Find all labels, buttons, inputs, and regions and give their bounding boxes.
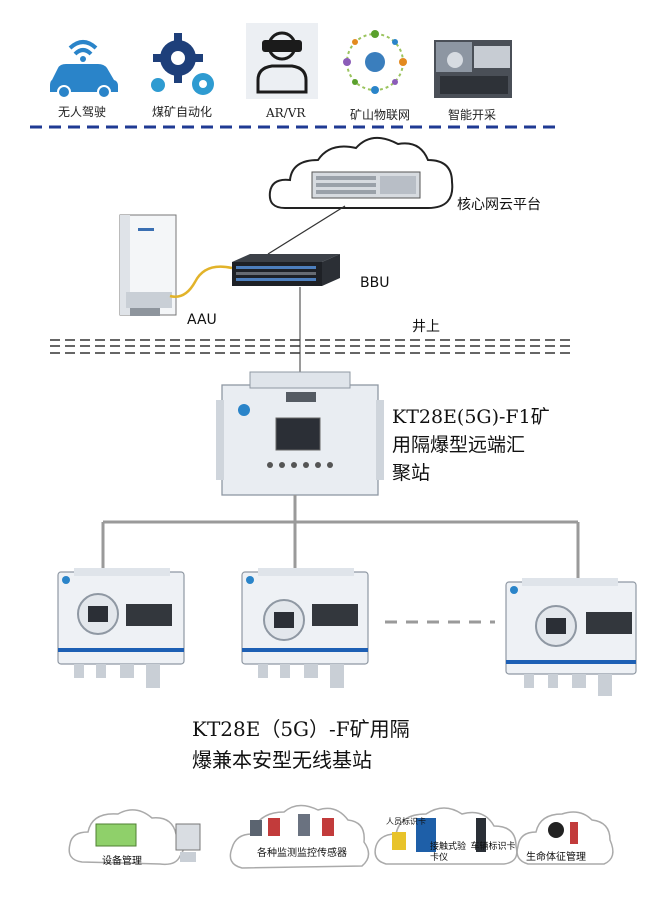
cloud-bbu-link (267, 205, 346, 255)
aggregator-title-line3: 聚站 (392, 462, 431, 484)
terminal-cloud-4 (516, 811, 614, 865)
app-label-ar-vr: AR/VR (266, 106, 306, 120)
terminal-label-sensors: 各种监测监控传感器 (257, 848, 347, 859)
aggregator-enclosure-icon (216, 371, 384, 496)
bbu-label: BBU (360, 275, 390, 291)
iot-network-icon (343, 30, 407, 94)
base-station-title-line2: 爆兼本安型无线基站 (192, 748, 372, 772)
app-label-autonomous-driving: 无人驾驶 (58, 105, 107, 119)
mining-machine-photo (434, 40, 512, 98)
aggregator-title-line1: KT28E(5G)-F1矿 (392, 406, 550, 428)
car-wifi-icon (50, 40, 118, 99)
terminal-label-device-management: 设备管理 (102, 856, 142, 867)
surface-label: 井上 (412, 319, 440, 335)
app-label-coal-automation: 煤矿自动化 (152, 105, 213, 119)
app-label-smart-mining: 智能开采 (448, 108, 497, 122)
terminal-cloud-1 (68, 809, 201, 866)
bbu-unit-icon (232, 254, 340, 286)
aau-unit-icon (119, 214, 177, 316)
aau-label: AAU (187, 312, 217, 328)
terminal-label-vehicle-card: 车辆标识卡 (470, 842, 516, 852)
gears-icon (151, 33, 214, 95)
server-rack-icon (311, 171, 421, 199)
terminal-label-card-reader: 接触式验卡仪 (430, 842, 467, 863)
app-label-mine-iot: 矿山物联网 (350, 108, 411, 122)
vr-headset-icon (246, 23, 318, 99)
terminal-label-vital-signs: 生命体征管理 (526, 852, 586, 863)
terminal-cloud-2 (229, 804, 370, 869)
aau-bbu-cable (169, 265, 233, 298)
base-station-icon-1 (57, 568, 185, 688)
terminal-label-personnel-card: 人员标识卡 (386, 817, 426, 826)
terminal-cloud-3 (374, 807, 518, 865)
cloud-label: 核心网云平台 (457, 197, 541, 213)
base-station-title-line1: KT28E（5G）-F矿用隔 (192, 717, 410, 741)
base-station-icon-2 (241, 568, 369, 688)
aggregator-title-line2: 用隔爆型远端汇 (392, 434, 526, 456)
base-station-icon-3 (505, 578, 637, 696)
